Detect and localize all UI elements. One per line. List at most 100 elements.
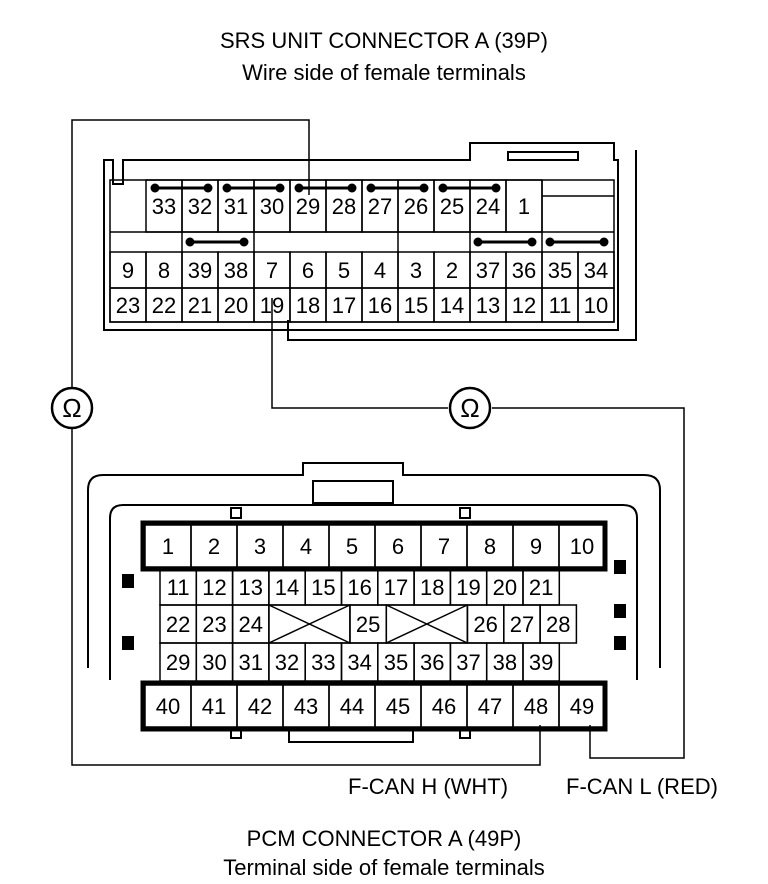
- pcm-terminal-32: 32: [275, 650, 299, 675]
- pcm-lock-right-mid: [614, 604, 626, 618]
- pcm-terminal-15: 15: [311, 575, 335, 600]
- srs-terminal-8: 8: [158, 258, 170, 283]
- srs-terminal-29: 29: [296, 194, 320, 219]
- srs-terminal-31: 31: [224, 194, 248, 219]
- pcm-housing-outline: [87, 462, 661, 668]
- pcm-terminal-4: 4: [300, 534, 312, 559]
- pcm-terminal-11: 11: [167, 575, 190, 600]
- pcm-terminal-39: 39: [529, 650, 553, 675]
- srs-terminal-34: 34: [584, 258, 608, 283]
- pcm-terminal-48: 48: [524, 694, 548, 719]
- srs-terminal-3: 3: [410, 258, 422, 283]
- pcm-terminal-30: 30: [202, 650, 226, 675]
- srs-terminal-12: 12: [512, 293, 536, 318]
- pcm-terminal-28: 28: [546, 612, 570, 637]
- pcm-terminal-21: 21: [529, 575, 553, 600]
- srs-terminal-23: 23: [116, 293, 140, 318]
- srs-terminal-9: 9: [122, 258, 134, 283]
- pcm-connector-subtitle: Terminal side of female terminals: [223, 855, 545, 880]
- srs-terminal-2: 2: [446, 258, 458, 283]
- srs-terminal-27: 27: [368, 194, 392, 219]
- srs-shorting-bar-29-28-end: [347, 183, 357, 193]
- srs-terminal-30: 30: [260, 194, 284, 219]
- pcm-terminal-5: 5: [346, 534, 358, 559]
- lead-pcm-48: [71, 428, 541, 766]
- srs-terminal-13: 13: [476, 293, 500, 318]
- srs-shorting-bar-25-24-end: [438, 183, 448, 193]
- pcm-terminal-19: 19: [456, 575, 480, 600]
- pcm-terminal-29: 29: [166, 650, 190, 675]
- srs-terminal-24: 24: [476, 194, 500, 219]
- lead-srs-29: [71, 119, 310, 388]
- srs-shorting-bar-27-26-end: [419, 183, 429, 193]
- ohmmeter-right: Ω: [448, 386, 492, 430]
- pcm-terminal-18: 18: [420, 575, 444, 600]
- srs-terminal-28: 28: [332, 194, 356, 219]
- srs-terminal-7: 7: [266, 258, 278, 283]
- pcm-terminal-16: 16: [347, 575, 371, 600]
- pcm-terminal-2: 2: [208, 534, 220, 559]
- pcm-terminal-49: 49: [570, 694, 594, 719]
- srs-terminal-4: 4: [374, 258, 386, 283]
- ohmmeter-left: Ω: [50, 386, 94, 430]
- pcm-key-top-right: [459, 507, 471, 519]
- fcan-h-label: F-CAN H (WHT): [348, 774, 509, 799]
- srs-housing-tab: [507, 151, 579, 161]
- pcm-terminal-27: 27: [510, 612, 534, 637]
- pcm-terminal-43: 43: [294, 694, 318, 719]
- pcm-terminal-25: 25: [356, 612, 380, 637]
- pcm-housing-latch: [312, 480, 394, 504]
- srs-shorting-bar-31-30-end: [275, 183, 285, 193]
- pcm-terminal-49-cell: [558, 684, 606, 728]
- pcm-blank-cavity-cross: [385, 604, 468, 644]
- pcm-terminal-47: 47: [478, 694, 502, 719]
- srs-terminal-32: 32: [188, 194, 212, 219]
- srs-terminal-35: 35: [548, 258, 572, 283]
- srs-terminal-10-cell: [577, 287, 615, 323]
- pcm-terminal-10: 10: [570, 534, 594, 559]
- pcm-terminal-24: 24: [239, 612, 263, 637]
- pcm-terminal-9: 9: [530, 534, 542, 559]
- srs-terminal-15: 15: [404, 293, 428, 318]
- srs-connector-subtitle: Wire side of female terminals: [242, 60, 526, 85]
- lead-srs-19: [271, 298, 448, 409]
- pcm-terminal-13: 13: [239, 575, 263, 600]
- srs-shorting-bar-37-36-end: [527, 237, 537, 247]
- srs-terminal-22: 22: [152, 293, 176, 318]
- pcm-housing-inner: [109, 504, 638, 680]
- srs-terminal-16: 16: [368, 293, 392, 318]
- pcm-terminal-31: 31: [239, 650, 263, 675]
- pcm-terminal-42: 42: [248, 694, 272, 719]
- srs-connector-title: SRS UNIT CONNECTOR A (39P): [219, 28, 549, 53]
- srs-shorting-bar-33-32-end: [203, 183, 213, 193]
- srs-terminal-18: 18: [296, 293, 320, 318]
- pcm-terminal-33: 33: [311, 650, 335, 675]
- srs-shorting-bar-27-26-end: [366, 183, 376, 193]
- pcm-terminal-35: 35: [384, 650, 408, 675]
- ohmmeter-right-icon: [448, 386, 492, 430]
- pcm-terminal-10-cell: [558, 524, 606, 568]
- pcm-terminal-26: 26: [473, 612, 497, 637]
- pcm-key-top-left: [230, 507, 242, 519]
- srs-terminal-14: 14: [440, 293, 464, 318]
- pcm-terminal-17: 17: [384, 575, 408, 600]
- lead-pcm-49: [492, 407, 685, 759]
- srs-shorting-bar-33-32-end: [150, 183, 160, 193]
- srs-terminal-5: 5: [338, 258, 350, 283]
- srs-terminal-33: 33: [152, 194, 176, 219]
- pcm-terminal-46: 46: [432, 694, 456, 719]
- ohm-symbol-left: Ω: [62, 393, 81, 423]
- srs-terminal-38: 38: [224, 258, 248, 283]
- pcm-terminal-7: 7: [438, 534, 450, 559]
- srs-shorting-bar-29-28-end: [294, 183, 304, 193]
- srs-shorting-bar-37-36-end: [473, 237, 483, 247]
- pcm-terminal-14: 14: [275, 575, 299, 600]
- srs-shorting-bar-31-30-end: [222, 183, 232, 193]
- srs-housing-outline: [103, 142, 619, 331]
- pcm-lock-left-top: [122, 574, 134, 588]
- srs-terminal-37: 37: [476, 258, 500, 283]
- srs-terminal-39: 39: [188, 258, 212, 283]
